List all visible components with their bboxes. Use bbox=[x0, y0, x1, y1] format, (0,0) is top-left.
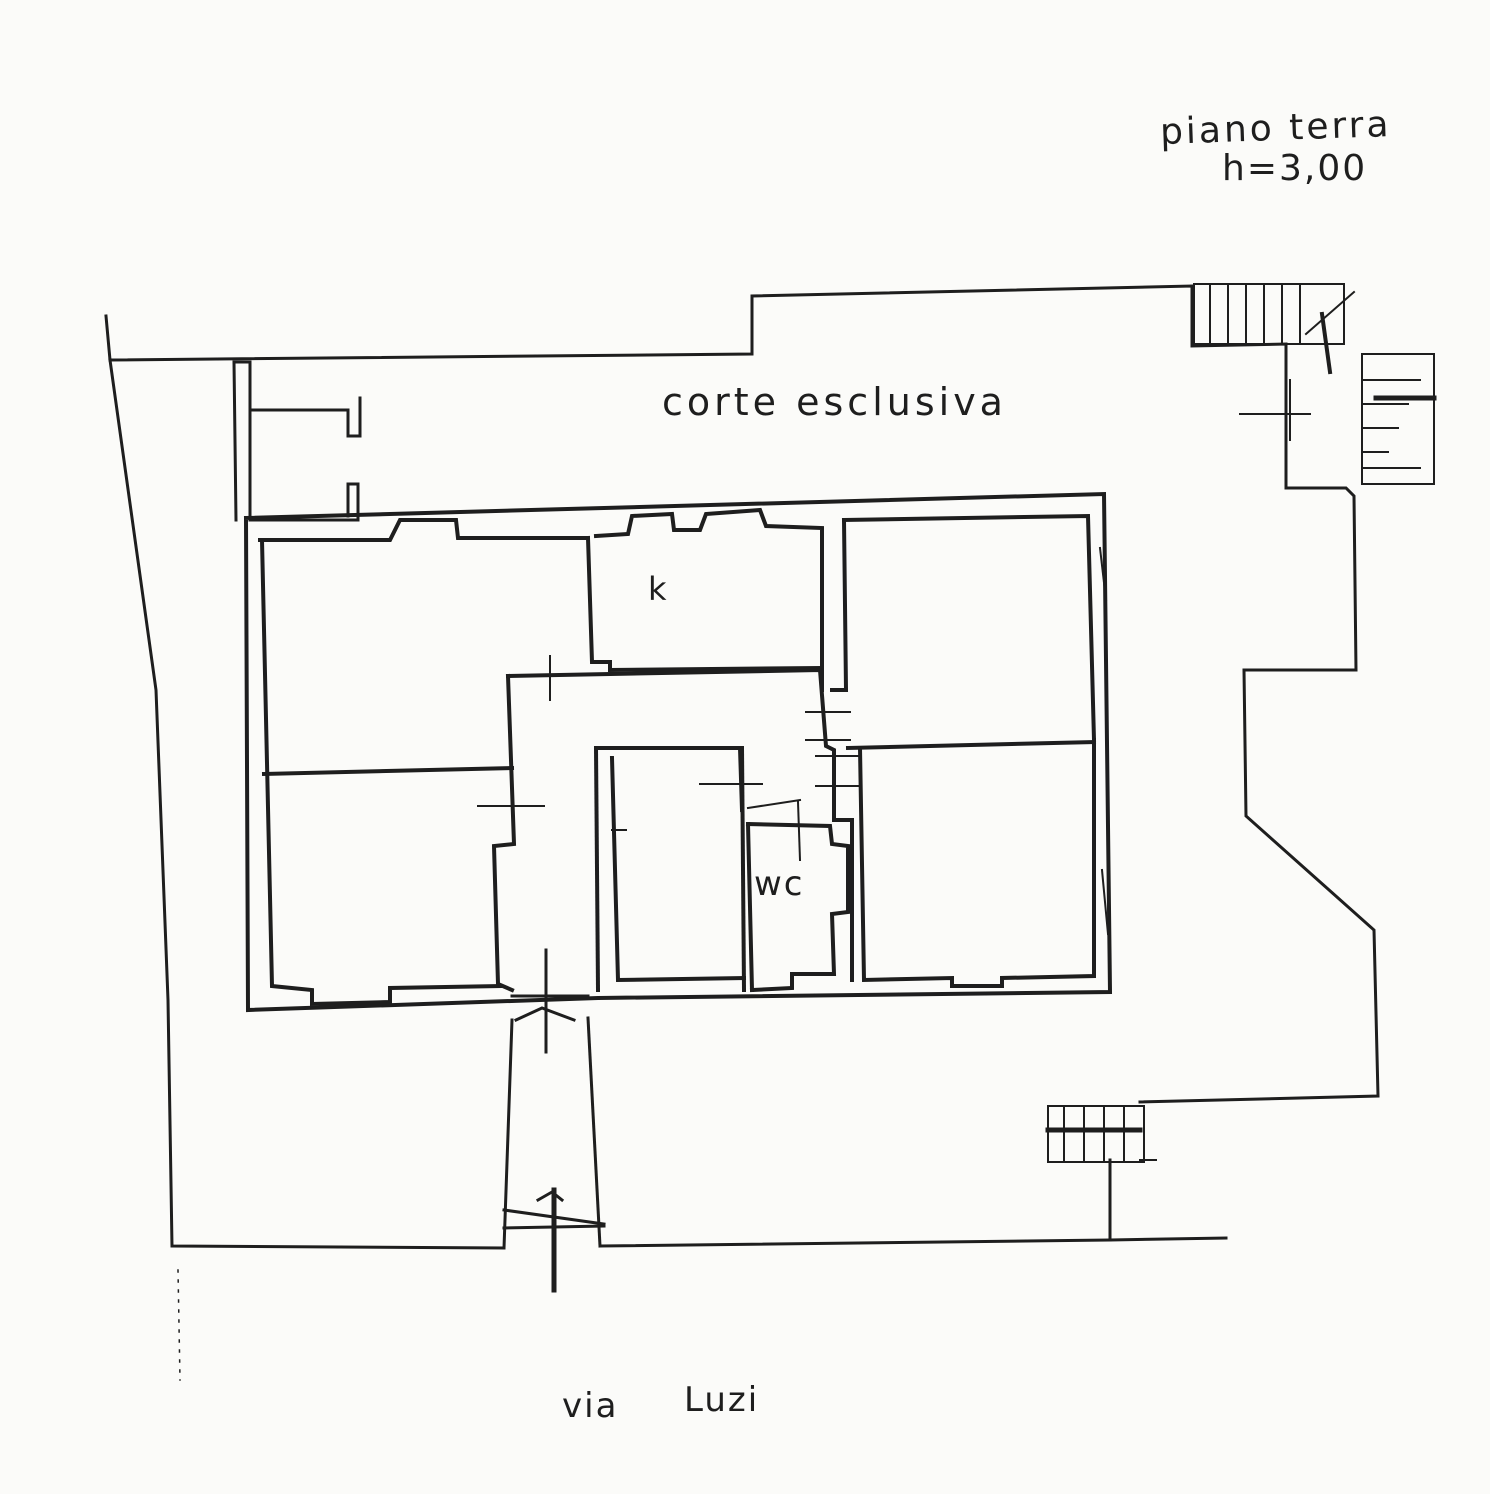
stairs-bottom-right bbox=[1045, 1105, 1157, 1163]
entrance-path bbox=[502, 948, 606, 1293]
interior-walls bbox=[261, 517, 1097, 993]
kitchen-label: k bbox=[648, 570, 669, 608]
lot-boundary bbox=[104, 284, 1380, 1250]
floor-title: piano terra bbox=[1159, 103, 1393, 154]
annex-walls bbox=[232, 360, 362, 522]
bathroom-label: wc bbox=[754, 864, 805, 904]
margin-marks bbox=[177, 1269, 181, 1381]
door-marks bbox=[477, 546, 1110, 936]
floor-height: h=3,00 bbox=[1222, 148, 1368, 189]
street-label-prefix: via bbox=[562, 1386, 619, 1426]
house-exterior-walls bbox=[243, 491, 1113, 1013]
street-label-name: Luzi bbox=[684, 1380, 760, 1420]
court-label: corte esclusiva bbox=[662, 380, 1007, 424]
stairs-top-right bbox=[1193, 283, 1437, 485]
